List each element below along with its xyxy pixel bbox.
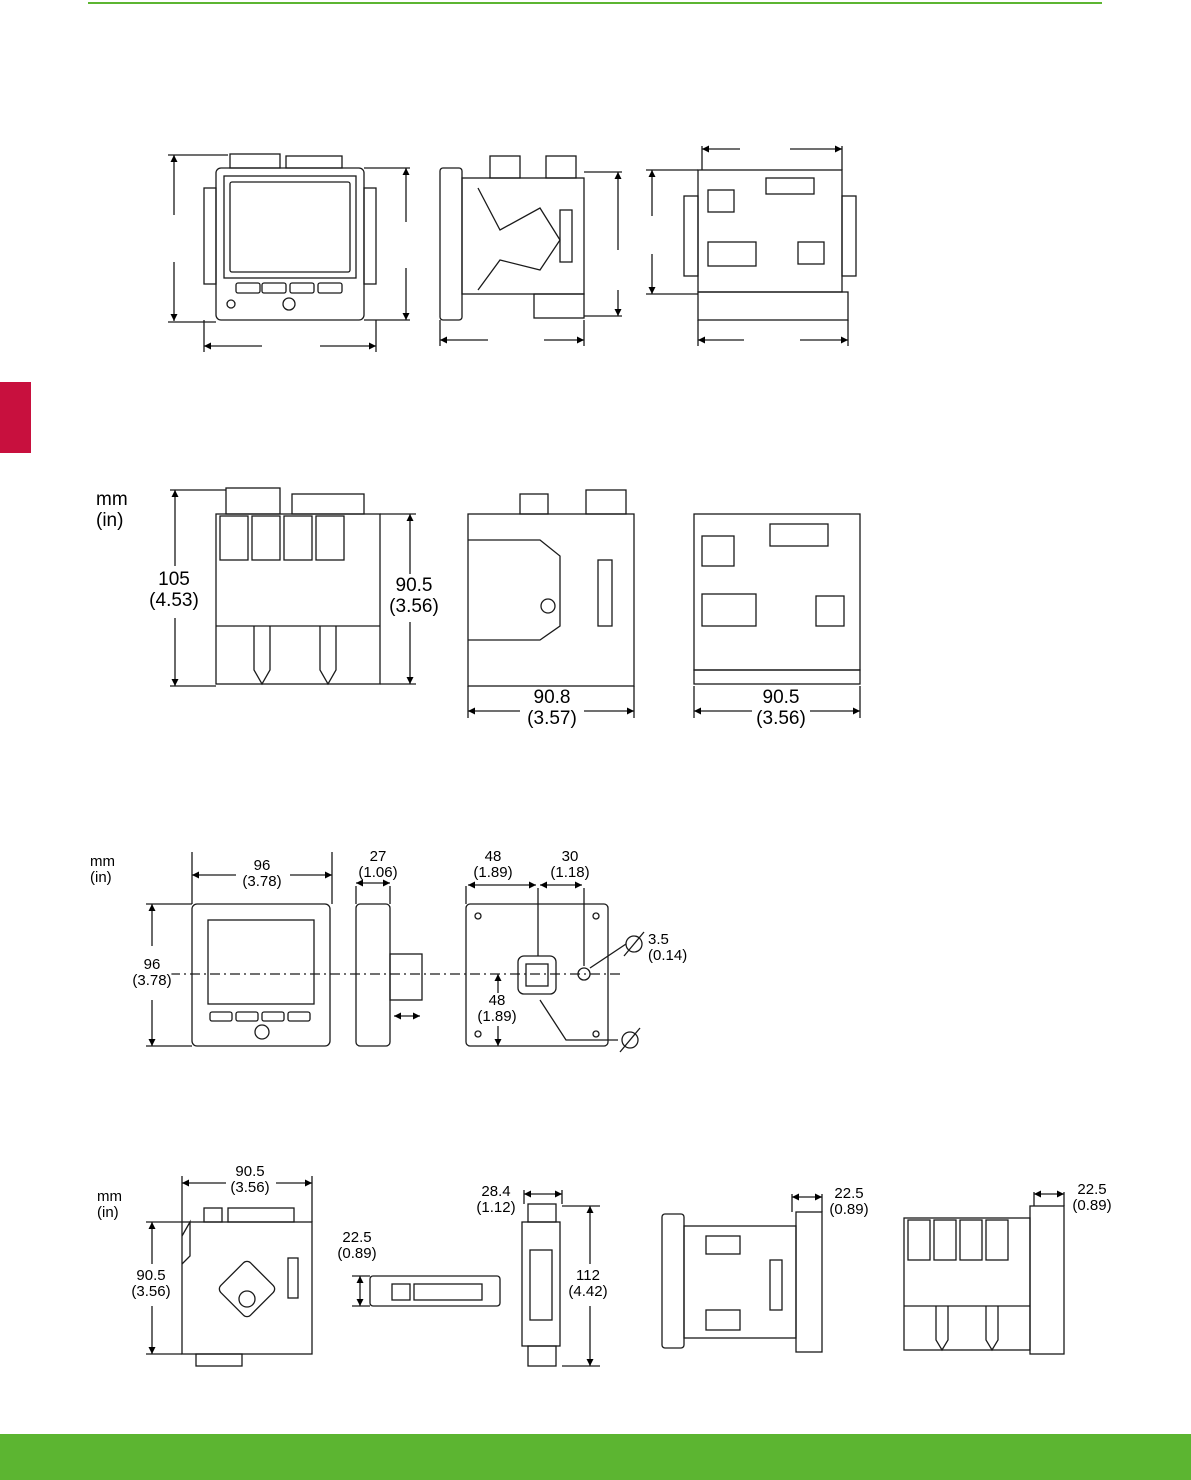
dim-height-96: 96 (3.78): [132, 956, 172, 990]
view-front-top: [168, 153, 410, 352]
dim-io-height-22-5: 22.5 (0.89): [337, 1229, 377, 1263]
dim-mm: 22.5: [342, 1229, 372, 1246]
dim-offset-48-h: 48 (1.89): [473, 848, 513, 882]
dim-hole-3-5: 3.5 (0.14): [648, 931, 688, 965]
dim-width-90-5: 90.5 (3.56): [756, 687, 806, 729]
dim-in: (0.89): [337, 1245, 377, 1263]
dim-io-width-28-4: 28.4 (1.12): [476, 1183, 516, 1217]
dim-in: (1.18): [550, 864, 590, 882]
dim-mm: 27: [369, 848, 387, 865]
diameter-symbol-upper: [623, 931, 645, 957]
dim-in: (0.14): [648, 947, 688, 965]
dim-mm: 90.5: [235, 1163, 265, 1180]
dim-in: (0.89): [1072, 1197, 1112, 1215]
view-module-front: [170, 487, 416, 687]
view-display-side: [355, 879, 423, 1047]
dim-mm: 28.4: [481, 1183, 511, 1200]
dim-in: (1.06): [358, 864, 398, 882]
dim-height-105: 105 (4.53): [149, 569, 199, 612]
section-side-tab: [0, 382, 31, 453]
dim-mm: 48: [484, 848, 502, 865]
unit-in: (in): [96, 509, 124, 531]
dim-mm: 90.5: [136, 1267, 166, 1284]
dim-in: (3.56): [389, 595, 439, 617]
view-back-top: [646, 145, 857, 346]
unit-mm: mm: [97, 1188, 122, 1205]
dim-in: (4.53): [149, 589, 199, 611]
unit-legend-4: mm (in): [97, 1188, 122, 1222]
dim-depth-27: 27 (1.06): [358, 848, 398, 882]
dim-io-width-90-5: 90.5 (3.56): [230, 1163, 270, 1197]
dim-io-height-90-5: 90.5 (3.56): [131, 1267, 171, 1301]
view-module-back: [693, 513, 861, 718]
dim-height-90-5: 90.5 (3.56): [389, 575, 439, 618]
dim-mm: 90.5: [395, 575, 433, 596]
view-side-top: [439, 155, 622, 346]
view-assembly-side: [661, 1193, 823, 1353]
dim-mm: 22.5: [1077, 1181, 1107, 1198]
dim-mm: 105: [158, 569, 190, 590]
view-io-module-flat: [352, 1275, 501, 1307]
view-assembly-front: [903, 1190, 1065, 1355]
dim-in: (3.56): [756, 707, 806, 729]
header-rule: [88, 2, 1102, 4]
unit-in: (in): [97, 1204, 119, 1222]
dim-in: (3.78): [132, 972, 172, 990]
unit-legend-3: mm (in): [90, 853, 115, 887]
dim-in: (3.57): [527, 707, 577, 729]
unit-mm: mm: [90, 853, 115, 870]
dim-mm: 96: [253, 857, 271, 874]
dim-mm: 22.5: [834, 1185, 864, 1202]
dim-mm: 48: [488, 992, 506, 1009]
view-module-side: [467, 489, 635, 718]
unit-mm: mm: [96, 489, 128, 510]
dim-assembly-width-22-5-b: 22.5 (0.89): [1072, 1181, 1112, 1215]
dim-mm: 90.5: [762, 687, 800, 708]
dim-mm: 90.8: [533, 687, 571, 708]
view-io-module-front: [146, 1176, 313, 1367]
view-display-front: [146, 852, 333, 1047]
unit-in: (in): [90, 869, 112, 887]
diameter-symbol-lower: [619, 1027, 641, 1053]
dim-in: (3.56): [131, 1283, 171, 1301]
view-io-module-side: [521, 1190, 600, 1367]
dim-io-height-112: 112 (4.42): [568, 1267, 608, 1301]
footer-bar: [0, 1434, 1191, 1480]
dim-in: (0.89): [829, 1201, 869, 1219]
dim-assembly-width-22-5-a: 22.5 (0.89): [829, 1185, 869, 1219]
dim-width-96: 96 (3.78): [242, 857, 282, 891]
dim-mm: 112: [576, 1267, 600, 1284]
dim-in: (1.89): [473, 864, 513, 882]
dim-in: (3.78): [242, 873, 282, 891]
dim-mm: 30: [561, 848, 579, 865]
unit-legend-2: mm (in): [96, 489, 128, 531]
dim-offset-30: 30 (1.18): [550, 848, 590, 882]
dim-in: (4.42): [568, 1283, 608, 1301]
dim-offset-48-v: 48 (1.89): [477, 992, 517, 1026]
dim-width-90-8: 90.8 (3.57): [527, 687, 577, 729]
dim-in: (1.89): [477, 1008, 517, 1026]
dim-mm: 96: [143, 956, 161, 973]
view-display-back: [465, 881, 627, 1047]
dim-in: (1.12): [476, 1199, 516, 1217]
dim-in: (3.56): [230, 1179, 270, 1197]
dim-mm: 3.5: [648, 931, 669, 948]
